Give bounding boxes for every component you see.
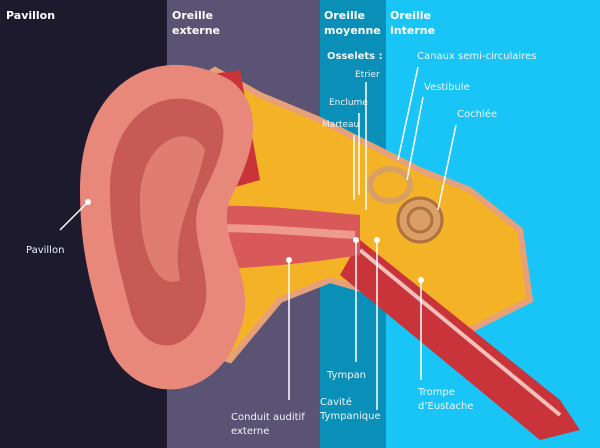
header-oreille-moyenne: Oreille moyenne <box>324 8 381 38</box>
label-line: Conduit auditif <box>231 412 305 423</box>
label-etrier: Etrier <box>355 70 380 80</box>
label-marteau: Marteau <box>322 120 360 130</box>
eustachian-tube <box>340 240 580 440</box>
label-pavillon: Pavillon <box>26 245 65 256</box>
label-osselets: Osselets : <box>327 51 383 62</box>
header-line: externe <box>172 24 220 37</box>
header-line: moyenne <box>324 24 381 37</box>
leader-lines <box>59 66 457 410</box>
header-line: Oreille <box>172 9 214 22</box>
label-vestibule: Vestibule <box>424 82 470 93</box>
label-line: Trompe <box>418 387 455 398</box>
header-line: interne <box>390 24 436 37</box>
label-tympan: Tympan <box>327 370 367 381</box>
label-enclume: Enclume <box>329 98 368 108</box>
label-cochlee: Cochlée <box>457 109 498 120</box>
header-oreille-interne: Oreille interne <box>390 8 435 38</box>
label-line: Cavité <box>320 397 352 408</box>
header-oreille-externe: Oreille externe <box>172 8 220 38</box>
cochlea <box>396 196 444 244</box>
label-line: Tympanique <box>320 411 381 422</box>
label-line: d’Eustache <box>418 401 474 412</box>
label-canaux: Canaux semi-circulaires <box>417 51 537 62</box>
header-pavillon: Pavillon <box>6 9 56 22</box>
header-line: Oreille <box>390 9 432 22</box>
semicircular-canals <box>367 166 413 204</box>
label-line: externe <box>231 426 270 437</box>
header-line: Oreille <box>324 9 366 22</box>
label-trompe-eustache: Trompe d’Eustache <box>418 386 473 414</box>
label-conduit-auditif: Conduit auditif externe <box>231 411 305 439</box>
